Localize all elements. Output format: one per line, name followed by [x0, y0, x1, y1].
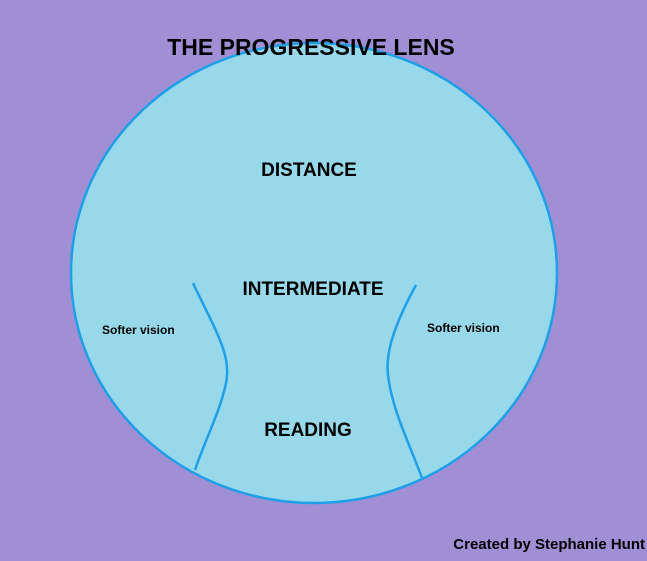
author-credit: Created by Stephanie Hunt — [453, 536, 645, 553]
right-corridor-boundary — [386, 284, 424, 479]
right-softer-vision-label: Softer vision — [427, 321, 500, 335]
lens-circle — [69, 41, 559, 505]
diagram-title: THE PROGRESSIVE LENS — [167, 34, 455, 60]
intermediate-zone-label: INTERMEDIATE — [242, 279, 384, 300]
left-corridor-boundary — [191, 282, 229, 471]
reading-zone-label: READING — [264, 420, 352, 441]
distance-zone-label: DISTANCE — [261, 160, 357, 181]
left-softer-vision-label: Softer vision — [102, 323, 175, 337]
